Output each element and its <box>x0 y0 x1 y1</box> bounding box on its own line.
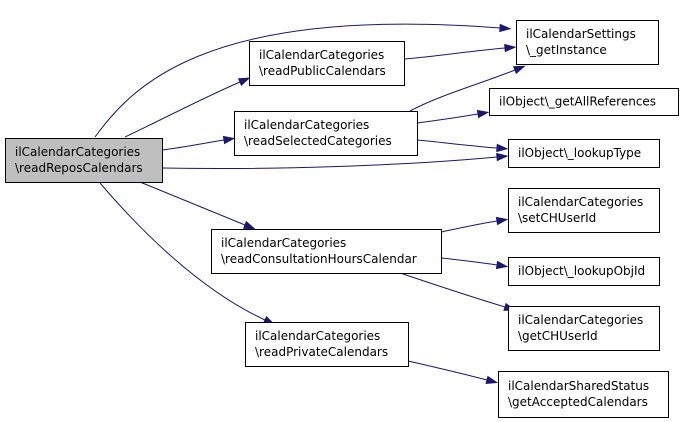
node-set-chuser-id[interactable]: ilCalendarCategories \setCHUserId <box>508 188 660 233</box>
node-lookup-type[interactable]: ilObject\_lookupType <box>508 139 660 168</box>
node-label-line: ilObject\_getAllReferences <box>499 95 656 109</box>
node-box <box>234 111 418 156</box>
arrowhead-icon <box>476 109 490 119</box>
node-box <box>245 322 409 367</box>
arrowhead-icon <box>495 260 509 270</box>
edge-read-selected-categories-to-lookup-type <box>416 139 509 153</box>
edge-line <box>161 139 225 151</box>
node-box <box>508 306 660 351</box>
edge-line <box>403 47 506 60</box>
node-label-line: \getCHUserId <box>518 329 598 343</box>
arrowhead-icon <box>499 23 512 33</box>
edge-line <box>94 23 501 138</box>
node-read-public-calendars[interactable]: ilCalendarCategories \readPublicCalendars <box>249 41 405 86</box>
arrowhead-icon <box>242 220 256 230</box>
edge-read-repos-calendars-to-read-consultation-hours-calendar <box>139 181 256 230</box>
arrowhead-icon <box>496 143 509 153</box>
node-get-accepted-calendars[interactable]: ilCalendarSharedStatus \getAcceptedCalend… <box>498 371 669 418</box>
node-box <box>5 138 163 183</box>
node-box <box>516 20 659 65</box>
node-label-line: \readConsultationHoursCalendar <box>221 252 417 266</box>
edge-line <box>440 220 498 233</box>
node-label-line: ilCalendarCategories <box>15 145 140 159</box>
edge-line <box>440 257 498 266</box>
edge-read-consultation-hours-calendar-to-get-chuser-id <box>399 272 517 311</box>
edge-line <box>416 139 498 149</box>
node-label-line: \readPrivateCalendars <box>255 345 388 359</box>
edge-read-selected-categories-to-get-instance <box>409 65 526 112</box>
edge-read-private-calendars-to-get-accepted-calendars <box>407 360 499 384</box>
edge-read-consultation-hours-calendar-to-set-chuser-id <box>440 216 509 233</box>
node-get-chuser-id[interactable]: ilCalendarCategories \getCHUserId <box>508 306 660 351</box>
node-box <box>508 139 660 168</box>
arrowhead-icon <box>222 135 236 145</box>
edge-read-public-calendars-to-get-instance <box>403 43 517 60</box>
node-box <box>249 41 405 86</box>
node-label-line: ilCalendarCategories <box>518 313 643 327</box>
edge-line <box>99 182 266 321</box>
node-label-line: ilObject\_lookupObjId <box>518 264 645 278</box>
edge-line <box>399 272 506 308</box>
edge-line <box>407 360 488 381</box>
arrowhead-icon <box>504 43 517 53</box>
node-label-line: ilCalendarSharedStatus <box>508 379 649 393</box>
edge-line <box>161 156 498 170</box>
arrowhead-icon <box>496 152 509 162</box>
node-label-line: ilCalendarCategories <box>518 195 643 209</box>
node-box <box>498 371 669 418</box>
node-box <box>489 88 679 116</box>
node-label-line: \getAcceptedCalendars <box>508 395 648 409</box>
node-label-line: \readReposCalendars <box>15 161 143 175</box>
arrowhead-icon <box>495 216 509 226</box>
node-label-line: \setCHUserId <box>518 211 596 225</box>
arrowhead-icon <box>512 65 526 75</box>
node-label-line: ilCalendarCategories <box>221 236 346 250</box>
node-label-line: ilCalendarCategories <box>255 329 380 343</box>
edge-read-repos-calendars-to-read-public-calendars <box>124 77 251 138</box>
edge-read-repos-calendars-to-get-instance <box>94 23 512 138</box>
node-read-consultation-hours-calendar[interactable]: ilCalendarCategories \readConsultationHou… <box>211 229 442 274</box>
edge-read-repos-calendars-to-lookup-type <box>161 152 509 170</box>
edges <box>94 23 526 384</box>
node-label-line: ilCalendarSettings <box>526 27 636 41</box>
node-read-selected-categories[interactable]: ilCalendarCategories \readSelectedCategor… <box>234 111 418 156</box>
edge-line <box>416 113 479 124</box>
node-label-line: ilCalendarCategories <box>244 118 369 132</box>
nodes: ilCalendarCategories\readReposCalendarsi… <box>5 20 679 418</box>
node-label-line: ilCalendarCategories <box>259 48 384 62</box>
node-label-line: \readPublicCalendars <box>259 64 386 78</box>
node-label-line: \readSelectedCategories <box>244 134 392 148</box>
arrowhead-icon <box>237 77 251 87</box>
node-label-line: \_getInstance <box>526 43 607 57</box>
edge-line <box>139 181 246 226</box>
arrowhead-icon <box>485 375 499 384</box>
node-box <box>508 188 660 233</box>
node-get-instance[interactable]: ilCalendarSettings \_getInstance <box>516 20 659 65</box>
node-lookup-obj-id[interactable]: ilObject\_lookupObjId <box>508 257 660 286</box>
node-box <box>508 257 660 286</box>
edge-read-repos-calendars-to-read-selected-categories <box>161 135 236 151</box>
node-read-private-calendars[interactable]: ilCalendarCategories \readPrivateCalendar… <box>245 322 409 367</box>
node-label-line: ilObject\_lookupType <box>518 146 641 160</box>
edge-read-consultation-hours-calendar-to-lookup-obj-id <box>440 257 509 270</box>
node-get-all-references[interactable]: ilObject\_getAllReferences <box>489 88 679 116</box>
node-box <box>211 229 442 274</box>
node-read-repos-calendars[interactable]: ilCalendarCategories \readReposCalendars <box>5 138 163 183</box>
edge-line <box>409 69 516 112</box>
edge-line <box>124 81 241 138</box>
edge-read-selected-categories-to-get-all-references <box>416 109 490 124</box>
